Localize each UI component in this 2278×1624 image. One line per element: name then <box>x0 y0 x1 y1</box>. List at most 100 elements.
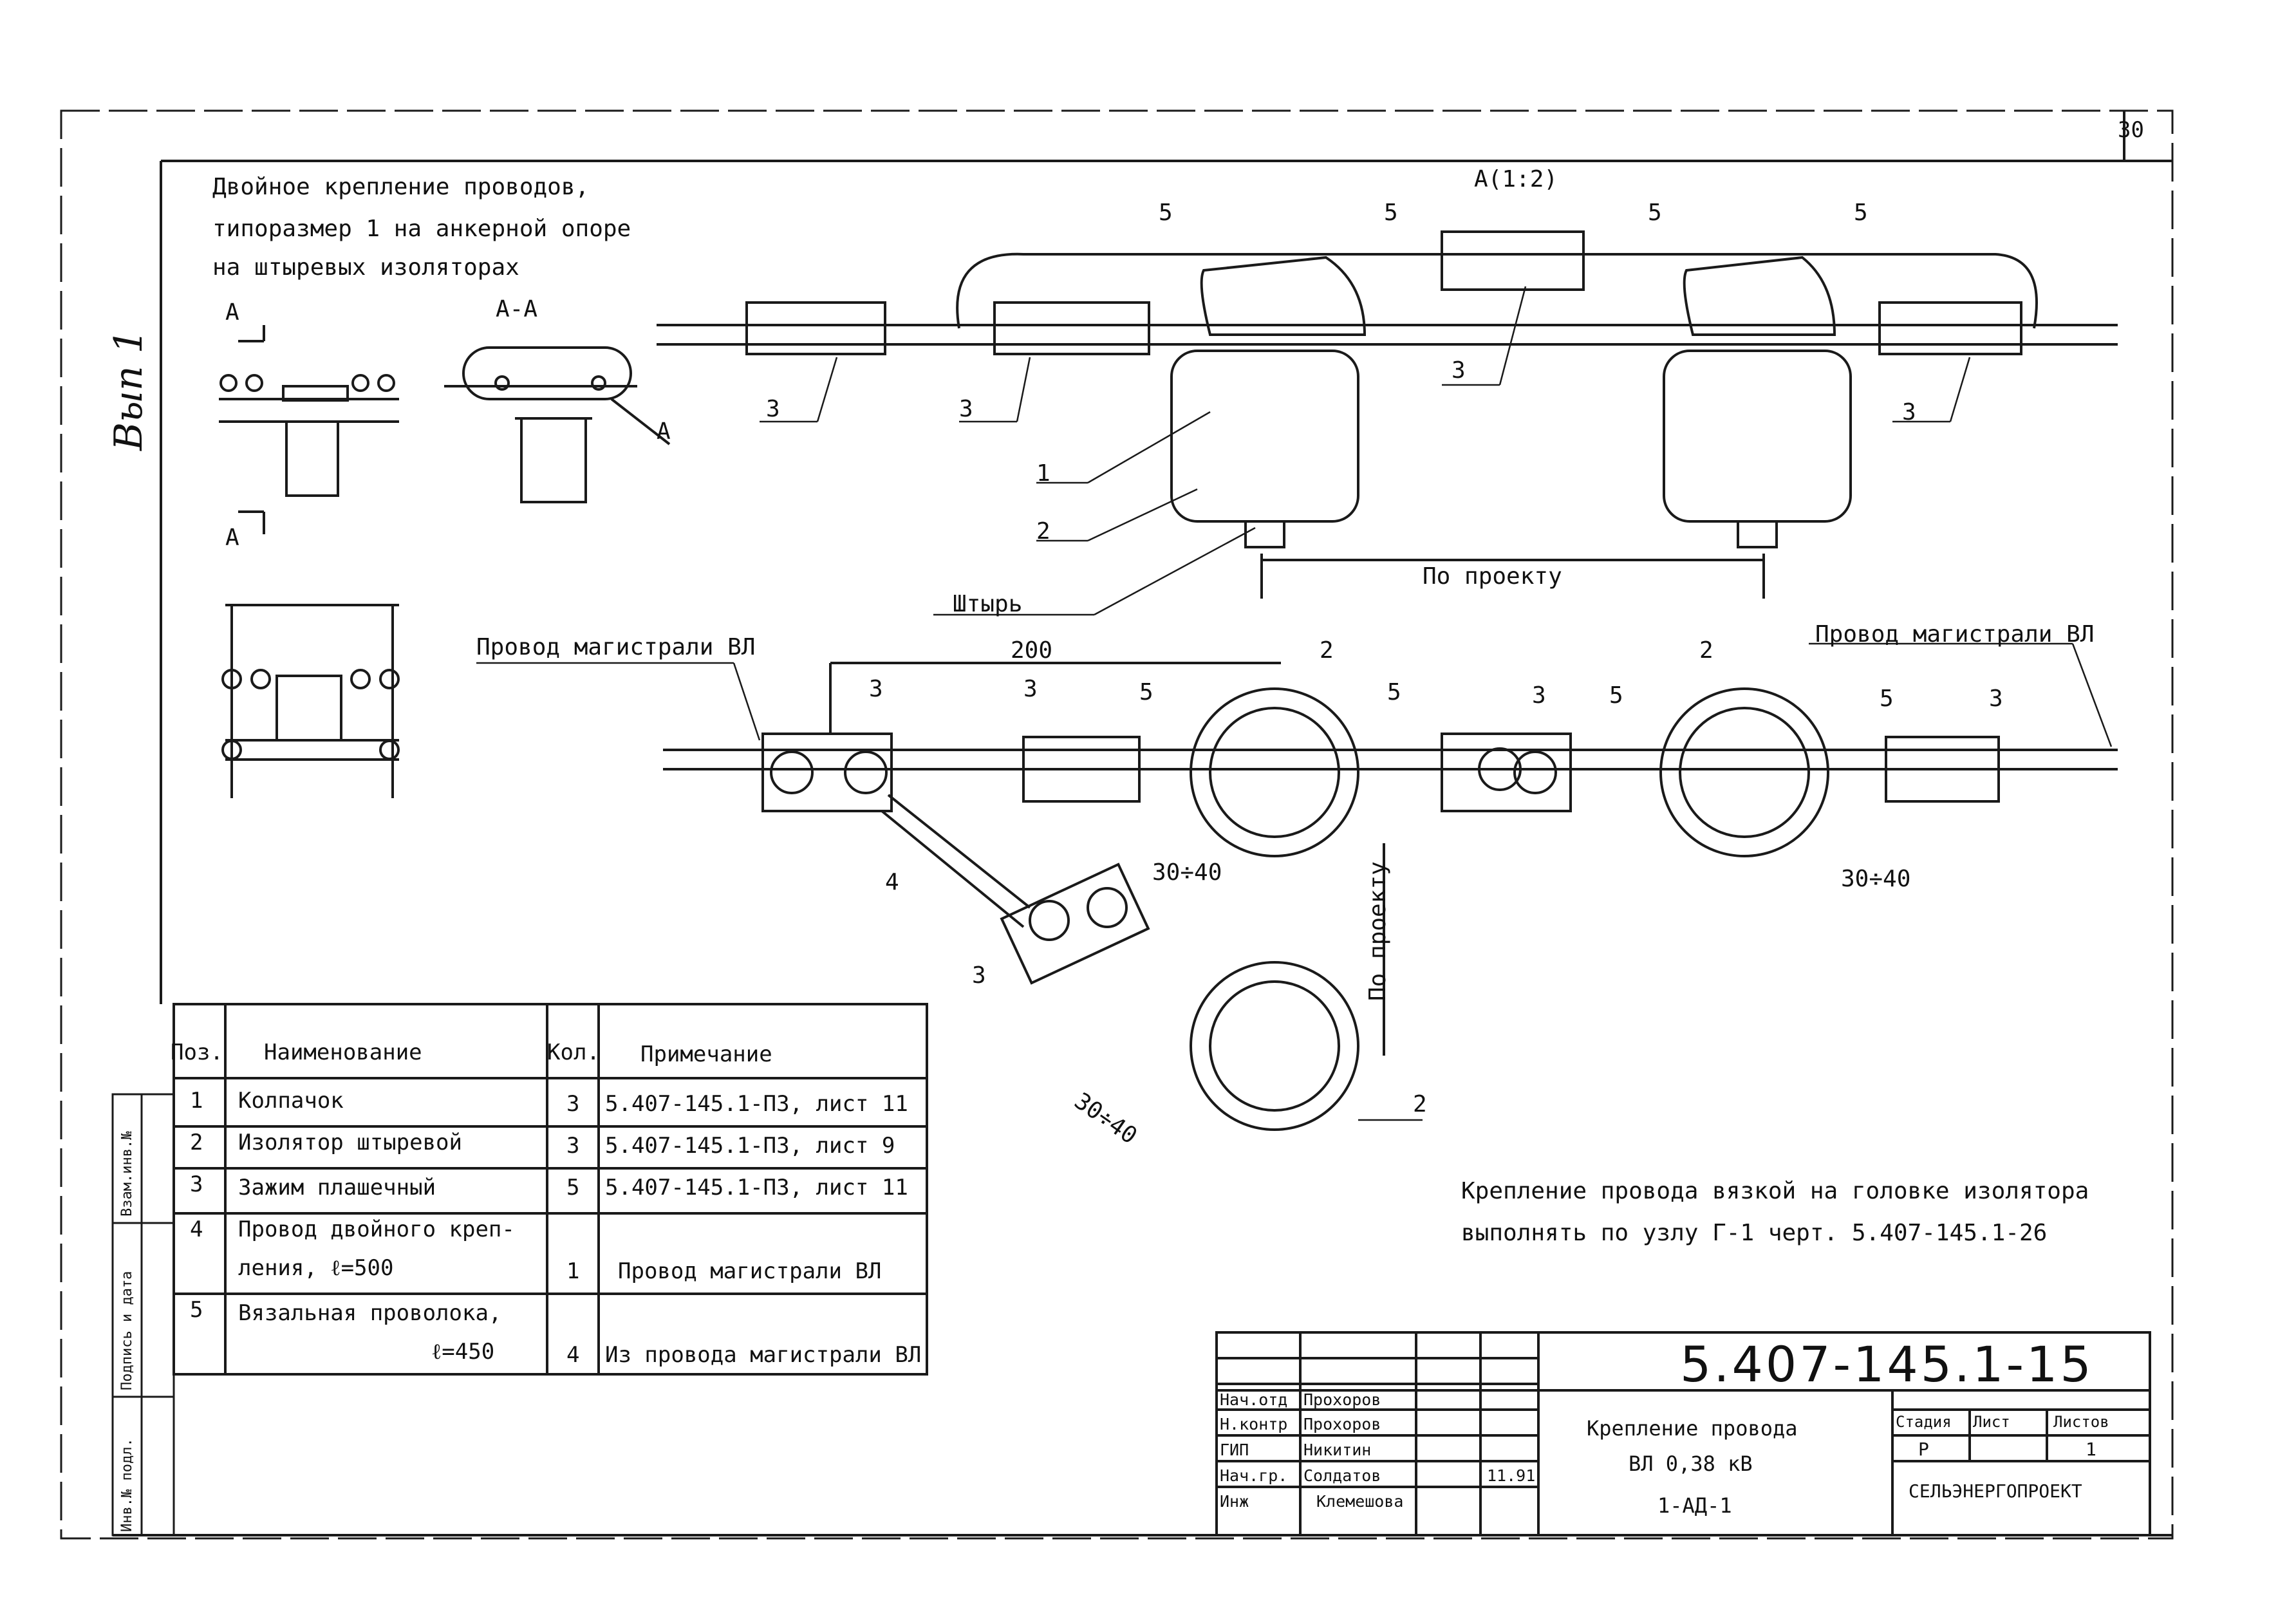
callout-3: 3 <box>869 676 883 702</box>
main-wire-label-left: Провод магистрали ВЛ <box>476 634 756 660</box>
callout-2: 2 <box>1413 1091 1427 1117</box>
section-ref-label: А <box>657 418 671 445</box>
side-stamp-inv-podl: Инв.№ подл. <box>119 1438 135 1532</box>
name-3: Никитин <box>1303 1441 1372 1459</box>
name-1: Прохоров <box>1303 1390 1381 1409</box>
main-wire-label-right: Провод магистрали ВЛ <box>1815 621 2095 648</box>
callout-3: 3 <box>1989 686 2003 712</box>
title-line-1: Крепление провода <box>1587 1416 1798 1441</box>
callout-3: 3 <box>959 396 973 422</box>
callout-2: 2 <box>1320 637 1334 664</box>
header-pos: Поз. <box>171 1040 223 1065</box>
row-1-qty: 3 <box>566 1091 580 1117</box>
row-1-pos: 1 <box>190 1088 203 1114</box>
callout-5: 5 <box>1854 200 1868 226</box>
row-5-note: Из провода магистрали ВЛ <box>605 1342 922 1368</box>
row-3-pos: 3 <box>190 1171 203 1197</box>
role-4: Нач.гр. <box>1220 1466 1288 1485</box>
header-name: Наименование <box>264 1040 422 1065</box>
row-5-name: Вязальная проволока, <box>238 1300 502 1326</box>
page-number: 30 <box>2118 117 2144 143</box>
pin-label: Штырь <box>953 591 1023 617</box>
section-sketch-left <box>219 325 399 534</box>
drawing-title-line-1: Двойное крепление проводов, <box>212 174 590 200</box>
callout-5: 5 <box>1609 682 1623 709</box>
row-4-name-2: ления, ℓ=500 <box>238 1255 394 1281</box>
title-line-2: ВЛ 0,38 кВ <box>1629 1451 1753 1476</box>
section-sketch-aa <box>444 346 671 503</box>
row-3-qty: 5 <box>566 1175 580 1200</box>
role-2: Н.контр <box>1220 1415 1288 1433</box>
callout-3: 3 <box>1532 682 1546 709</box>
name-4: Солдатов <box>1303 1466 1381 1485</box>
view-a-label: А(1:2) <box>1474 166 1558 192</box>
callout-2: 2 <box>1699 637 1713 664</box>
name-5: Клемешова <box>1316 1492 1404 1511</box>
callout-5: 5 <box>1648 200 1662 226</box>
drawing-title-line-3: на штыревых изоляторах <box>212 254 519 281</box>
side-stamp-grid <box>111 1093 175 1536</box>
callout-3: 3 <box>1023 676 1038 702</box>
role-5: Инж <box>1220 1492 1249 1511</box>
role-1: Нач.отд <box>1220 1390 1288 1409</box>
name-2: Прохоров <box>1303 1415 1381 1433</box>
callout-3: 3 <box>1902 399 1916 425</box>
header-qty: Кол. <box>547 1040 600 1065</box>
row-2-name: Изолятор штыревой <box>238 1130 462 1155</box>
stage-label: Стадия <box>1896 1413 1952 1431</box>
outer-frame <box>60 109 2174 1540</box>
callout-5: 5 <box>1880 686 1894 712</box>
header-note: Примечание <box>640 1041 772 1067</box>
callout-5: 5 <box>1139 679 1153 705</box>
row-2-qty: 3 <box>566 1133 580 1159</box>
row-1-note: 5.407-145.1-ПЗ, лист 11 <box>605 1091 908 1117</box>
plan-view <box>663 662 2118 1131</box>
plan-sketch-left <box>221 604 400 798</box>
dimension-by-project: По проекту <box>1423 563 1562 590</box>
callout-3: 3 <box>1452 357 1466 384</box>
row-3-name: Зажим плашечный <box>238 1175 436 1200</box>
side-stamp-vzam: Взам.инв.№ <box>119 1131 135 1217</box>
side-stamp-sign-date: Подпись и дата <box>119 1271 135 1390</box>
section-aa-label: А-А <box>496 296 538 322</box>
callout-2: 2 <box>1036 518 1050 545</box>
row-5-name-2: ℓ=450 <box>431 1339 495 1365</box>
row-3-note: 5.407-145.1-ПЗ, лист 11 <box>605 1175 908 1200</box>
drawing-title-line-2: типоразмер 1 на анкерной опоре <box>212 216 631 242</box>
callout-5: 5 <box>1384 200 1398 226</box>
callout-3: 3 <box>766 396 780 422</box>
margin-note: Вып 1 <box>106 329 151 451</box>
callout-5: 5 <box>1159 200 1173 226</box>
row-4-note: Провод магистрали ВЛ <box>618 1258 882 1284</box>
dimension-30-40: 30÷40 <box>1841 866 1911 892</box>
row-4-qty: 1 <box>566 1258 580 1284</box>
callout-4: 4 <box>885 869 899 895</box>
stage-value: Р <box>1918 1439 1929 1460</box>
row-5-qty: 4 <box>566 1342 580 1368</box>
row-2-pos: 2 <box>190 1130 203 1155</box>
dimension-200: 200 <box>1011 637 1053 664</box>
sheets-value: 1 <box>2086 1439 2096 1460</box>
callout-5: 5 <box>1387 679 1401 705</box>
row-1-name: Колпачок <box>238 1088 344 1114</box>
node-code: 1-АД-1 <box>1657 1493 1732 1518</box>
date-4: 11.91 <box>1487 1466 1536 1485</box>
note-line-2: выполнять по узлу Г-1 черт. 5.407-145.1-… <box>1461 1220 2048 1246</box>
sheets-label: Листов <box>2053 1413 2109 1431</box>
dimension-30-40: 30÷40 <box>1152 859 1222 886</box>
sheet-label: Лист <box>1973 1413 2010 1431</box>
title-block-grid <box>1215 1331 2151 1536</box>
elevation-view <box>657 230 2118 599</box>
dimension-by-project-vertical: По проекту <box>1365 861 1391 1001</box>
row-4-pos: 4 <box>190 1217 203 1242</box>
role-3: ГИП <box>1220 1441 1249 1459</box>
row-2-note: 5.407-145.1-ПЗ, лист 9 <box>605 1133 895 1159</box>
row-4-name: Провод двойного креп- <box>238 1217 515 1242</box>
row-5-pos: 5 <box>190 1297 203 1323</box>
section-mark-bottom: А <box>225 525 239 551</box>
document-code: 5.407-145.1-15 <box>1680 1336 2094 1393</box>
organization: СЕЛЬЭНЕРГОПРОЕКТ <box>1909 1480 2082 1502</box>
callout-1: 1 <box>1036 460 1050 487</box>
callout-3: 3 <box>972 962 986 989</box>
